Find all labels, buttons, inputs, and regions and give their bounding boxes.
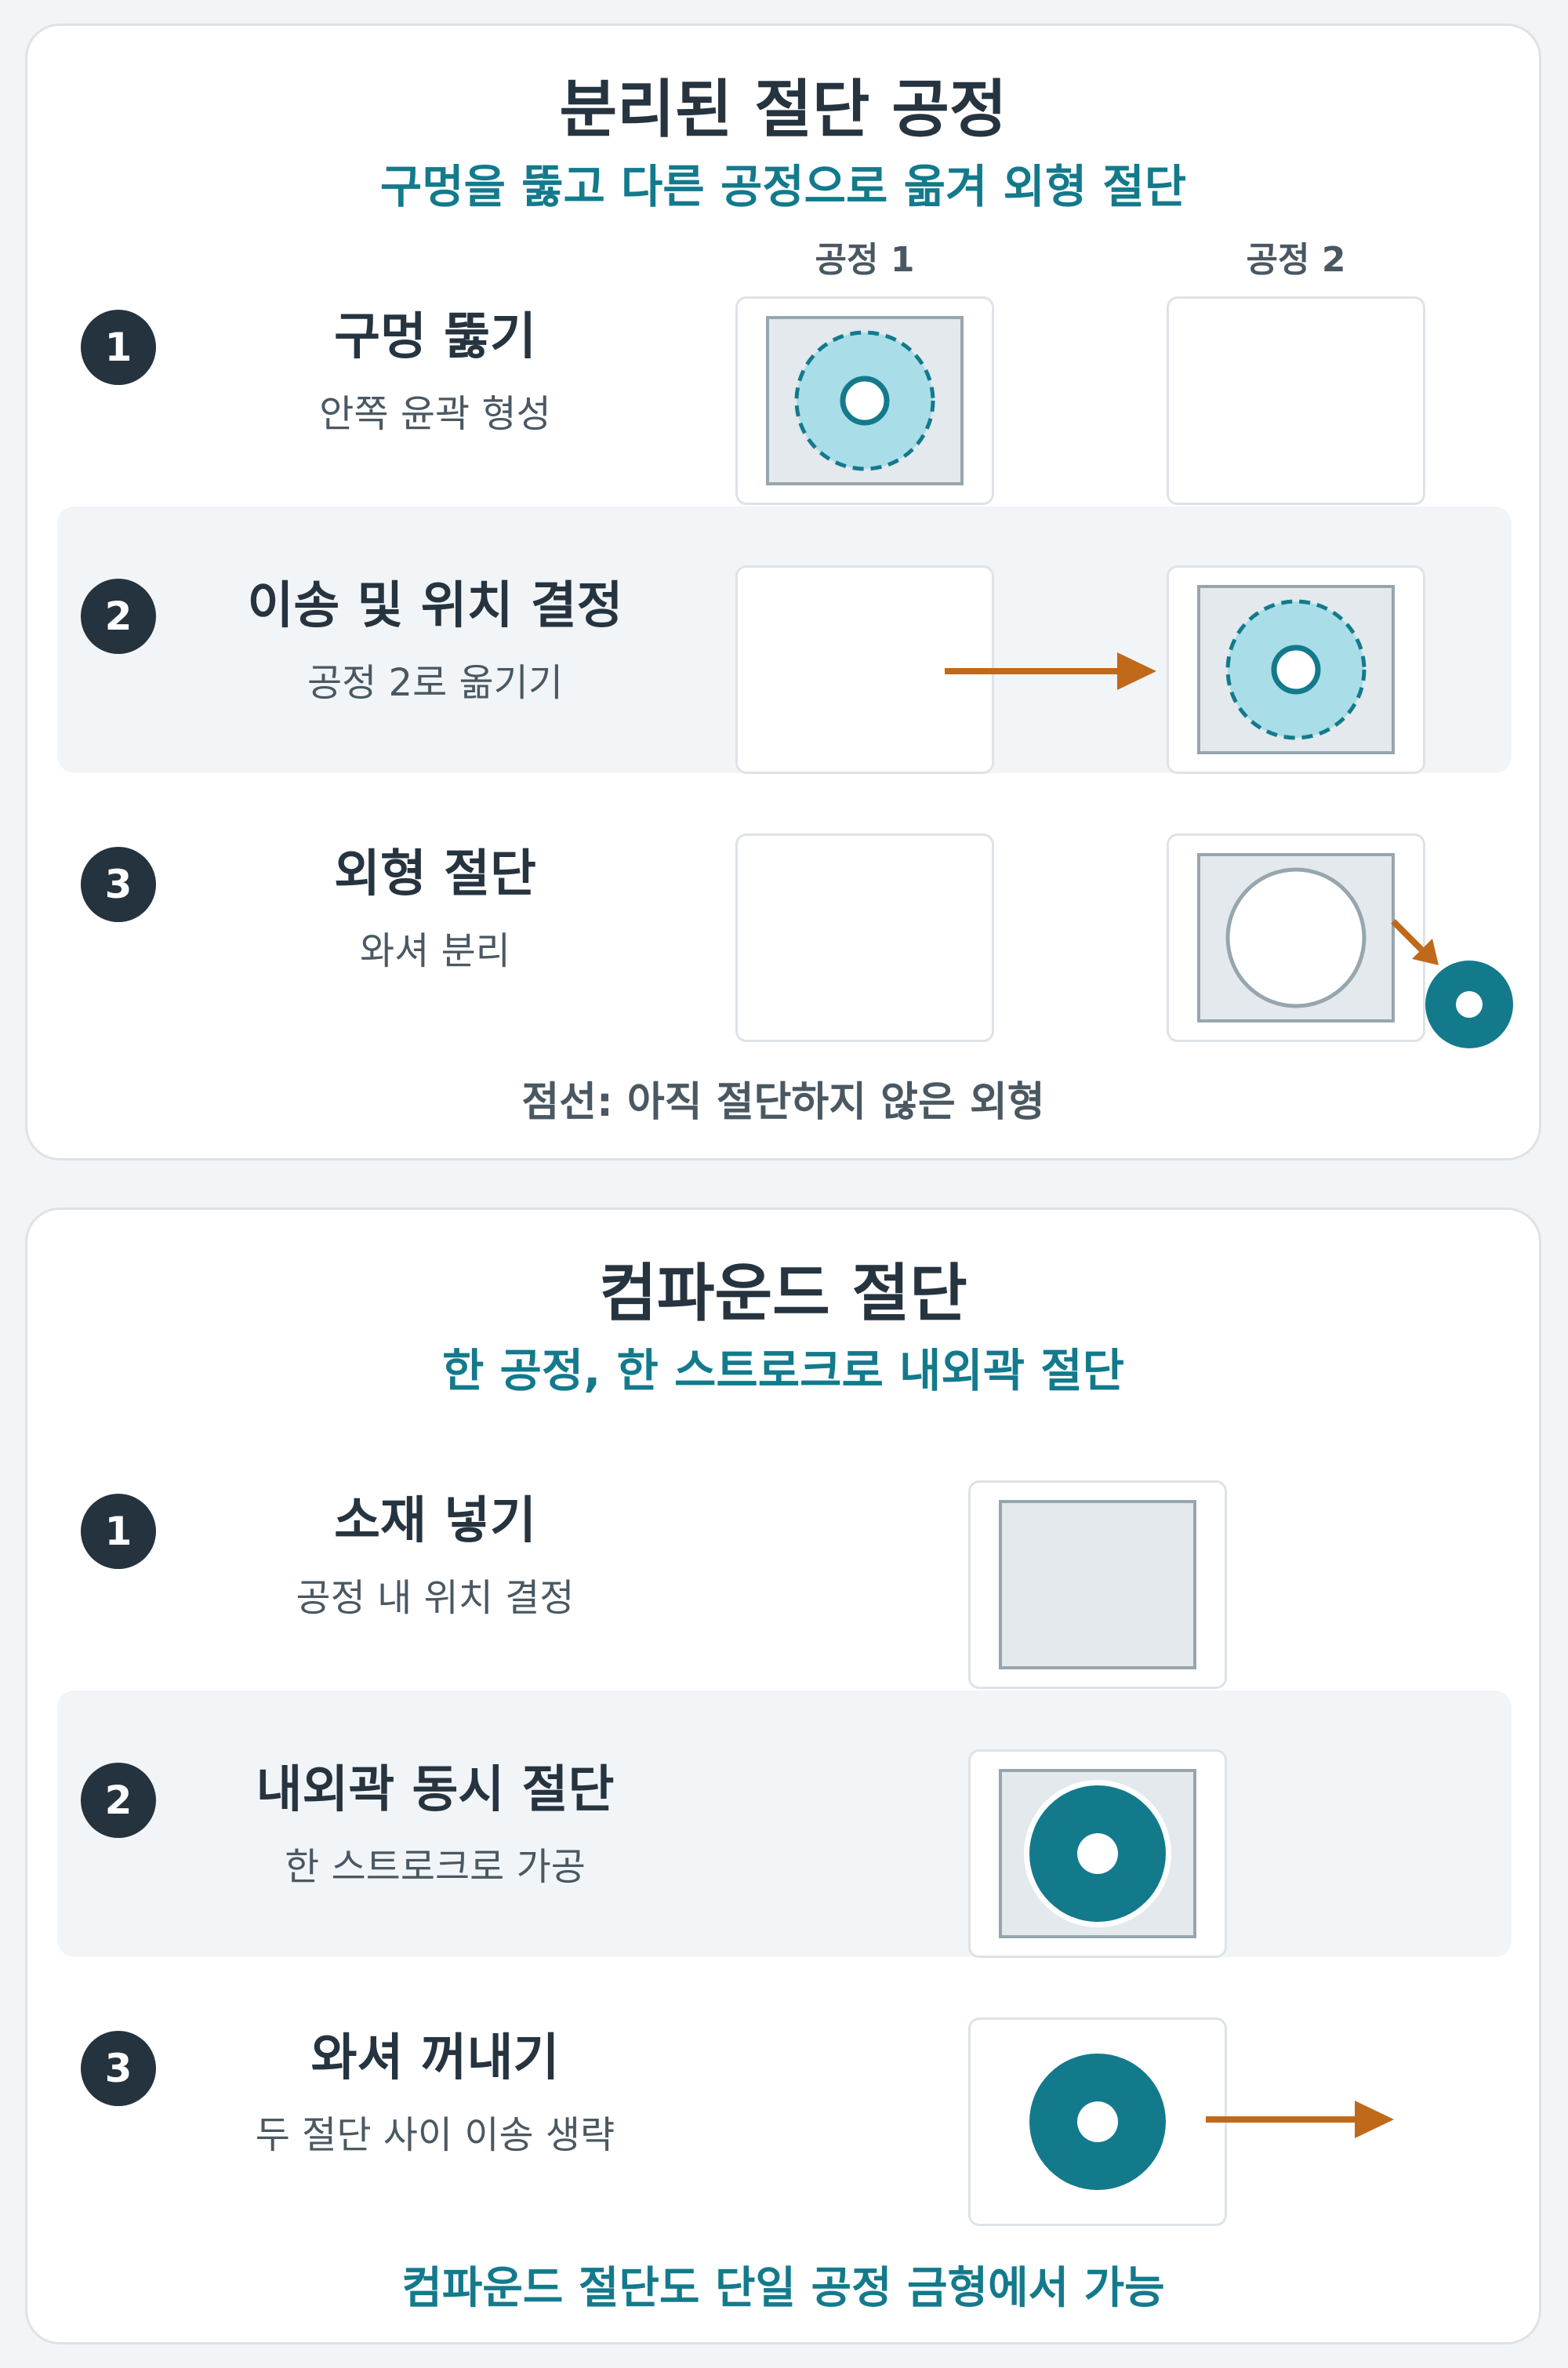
step-title: 와셔 꺼내기 <box>310 2029 560 2087</box>
eject-arrow <box>1206 2101 1394 2138</box>
step-number-badge: 1 <box>81 310 156 385</box>
legend-note: 점선: 아직 절단하지 않은 외형 <box>521 1079 1045 1126</box>
compound-title: 컴파운드 절단 <box>599 1257 967 1330</box>
column-header-station-1: 공정 1 <box>815 240 915 280</box>
step-title: 구멍 뚫기 <box>334 308 536 366</box>
step-number-badge: 3 <box>81 847 156 922</box>
station-2-cell <box>1167 834 1425 1042</box>
arrow-head <box>1412 939 1439 965</box>
step-title: 소재 넣기 <box>334 1492 536 1550</box>
compound-cut-graphic <box>1024 1780 1171 1927</box>
separate-subtitle: 구멍을 뚫고 다른 공정으로 옮겨 외형 절단 <box>379 160 1187 213</box>
step-subtitle: 공정 내 위치 결정 <box>296 1576 575 1620</box>
step-subtitle: 공정 2로 옮기기 <box>307 661 563 705</box>
transfer-arrow <box>945 652 1156 690</box>
column-header-station-2: 공정 2 <box>1246 240 1346 280</box>
station-2-cell <box>1167 565 1425 774</box>
die-cell <box>968 1749 1227 1958</box>
step-number-badge: 3 <box>81 2031 156 2106</box>
arrow-shaft <box>1391 919 1424 952</box>
step-number-badge: 2 <box>81 1763 156 1838</box>
step-subtitle: 두 절단 사이 이송 생략 <box>255 2113 615 2157</box>
step-number-badge: 2 <box>81 579 156 654</box>
step-title: 내외곽 동시 절단 <box>256 1761 615 1819</box>
finished-washer-graphic <box>1029 2054 1166 2190</box>
pierced-hole <box>1271 645 1321 695</box>
station-2-cell-empty <box>1167 296 1425 505</box>
step-subtitle: 안쪽 윤곽 형성 <box>319 392 551 436</box>
die-cell <box>968 1480 1227 1689</box>
washer-hole <box>1077 2101 1118 2142</box>
separate-cutting-panel: 분리된 절단 공정 구멍을 뚫고 다른 공정으로 옮겨 외형 절단 공정 1 공… <box>25 24 1541 1160</box>
station-1-cell <box>735 296 994 505</box>
ejected-washer-graphic <box>1391 919 1513 1048</box>
washer-hole <box>1077 1833 1118 1874</box>
step-subtitle: 와셔 분리 <box>360 929 510 973</box>
sheet-blank <box>999 1500 1196 1669</box>
step-title: 이송 및 위치 결정 <box>247 577 623 635</box>
pierced-hole-graphic <box>794 330 935 471</box>
step-band-highlight <box>57 1691 1512 1957</box>
step-number-badge: 1 <box>81 1494 156 1569</box>
compound-cutting-panel: 컴파운드 절단 한 공정, 한 스트로크로 내외곽 절단 1 소재 넣기 공정 … <box>25 1208 1541 2344</box>
die-cell <box>968 2018 1227 2226</box>
compound-subtitle: 한 공정, 한 스트로크로 내외곽 절단 <box>441 1344 1125 1397</box>
blanked-hole-graphic <box>1225 867 1367 1008</box>
arrow-head <box>1355 2101 1394 2138</box>
step-subtitle: 한 스트로크로 가공 <box>285 1845 586 1889</box>
transferred-part-graphic <box>1225 599 1367 740</box>
separate-title: 분리된 절단 공정 <box>559 73 1007 146</box>
footer-note: 컴파운드 절단도 단일 공정 금형에서 가능 <box>401 2263 1165 2314</box>
blanked-opening <box>1225 867 1367 1008</box>
pierced-hole <box>840 376 890 426</box>
arrow-head <box>1117 652 1156 690</box>
station-1-cell-empty <box>735 834 994 1042</box>
step-title: 외형 절단 <box>334 845 536 903</box>
washer-hole <box>1456 991 1483 1018</box>
